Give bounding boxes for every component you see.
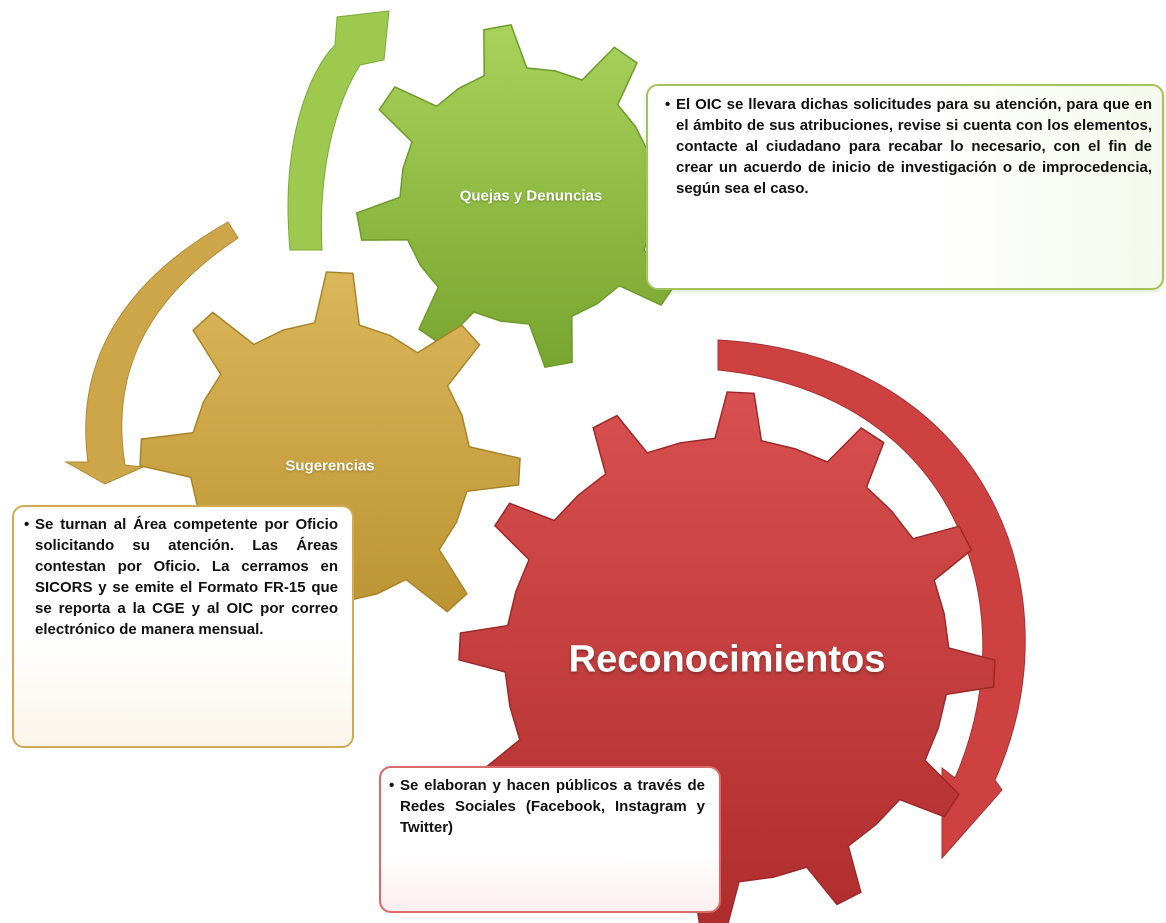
note-sugerencias: Se turnan al Área competente por Oficio … [12, 505, 354, 748]
arrow-gold [64, 221, 239, 485]
gear-label-quejas-y-denuncias: Quejas y Denuncias [459, 187, 603, 205]
note-reconocimientos-text: Se elaboran y hacen públicos a través de… [389, 775, 705, 838]
gear-label-sugerencias: Sugerencias [285, 457, 375, 475]
note-reconocimientos: Se elaboran y hacen públicos a través de… [379, 766, 721, 913]
arrow-red [717, 339, 1026, 860]
arrow-green [287, 10, 390, 251]
note-quejas-text: El OIC se llevara dichas solicitudes par… [665, 94, 1152, 199]
gear-label-reconocimientos: Reconocimientos [568, 638, 886, 681]
gear-quejas [355, 23, 701, 369]
note-sugerencias-text: Se turnan al Área competente por Oficio … [24, 514, 338, 640]
note-quejas-y-denuncias: El OIC se llevara dichas solicitudes par… [646, 84, 1164, 290]
